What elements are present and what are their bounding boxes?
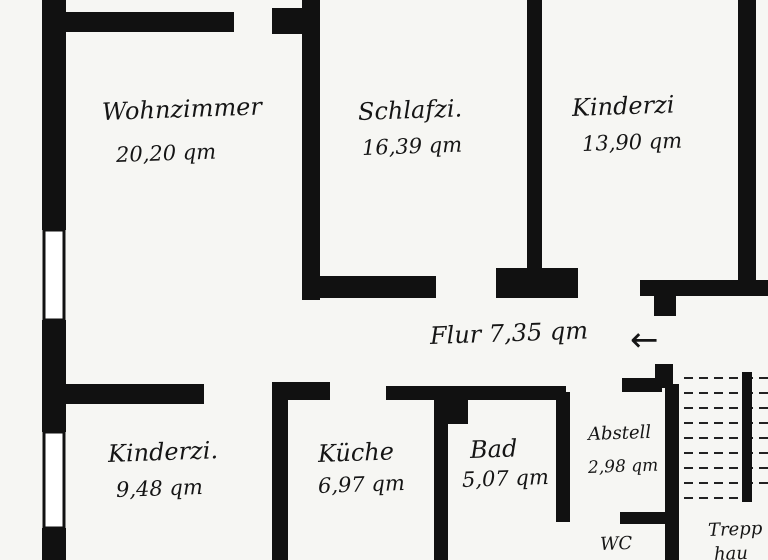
- wall: [42, 320, 66, 432]
- wall: [665, 384, 679, 560]
- wall: [622, 378, 662, 392]
- room-area-kinderzi-1: 13,90 qm: [581, 128, 683, 156]
- wall: [446, 398, 468, 424]
- wall: [42, 0, 66, 12]
- stair-treads: [684, 377, 768, 499]
- wall: [272, 382, 288, 560]
- room-label-flur: Flur 7,35 qm: [429, 316, 589, 350]
- room-name-wc: WC: [599, 532, 633, 555]
- entrance-arrow-icon: ←: [630, 320, 659, 360]
- room-name-kueche: Küche: [317, 437, 395, 468]
- room-area-bad: 5,07 qm: [461, 464, 550, 492]
- wall: [302, 0, 320, 300]
- room-name-treppenhaus-2: hau: [713, 542, 749, 560]
- room-name-abstell: Abstell: [587, 421, 652, 445]
- wall: [302, 276, 436, 298]
- room-name-schlafzi: Schlafzi.: [357, 94, 463, 126]
- room-area-kinderzi-2: 9,48 qm: [115, 474, 204, 502]
- wall: [655, 364, 673, 388]
- wall: [434, 392, 448, 560]
- room-name-bad: Bad: [469, 434, 518, 464]
- wall: [66, 12, 234, 32]
- wall: [42, 528, 66, 560]
- room-name-kinderzi-1: Kinderzi: [571, 90, 675, 122]
- wall: [66, 384, 204, 404]
- room-name-kinderzi-2: Kinderzi.: [107, 436, 219, 468]
- wall: [620, 512, 670, 524]
- room-area-abstell: 2,98 qm: [587, 455, 659, 478]
- wall: [527, 0, 542, 278]
- window: [42, 430, 66, 530]
- room-area-kueche: 6,97 qm: [317, 470, 406, 498]
- wall: [556, 392, 570, 522]
- room-name-treppenhaus: Trepp: [707, 518, 763, 541]
- wall: [738, 0, 756, 282]
- wall: [496, 268, 578, 298]
- room-area-schlafzi: 16,39 qm: [361, 132, 463, 160]
- wall: [654, 292, 676, 316]
- room-name-wohnzimmer: Wohnzimmer: [101, 92, 263, 126]
- room-area-wohnzimmer: 20,20 qm: [115, 139, 217, 167]
- wall: [386, 386, 566, 400]
- window: [42, 228, 66, 322]
- stair-stringer: [742, 372, 752, 502]
- wall: [42, 12, 66, 230]
